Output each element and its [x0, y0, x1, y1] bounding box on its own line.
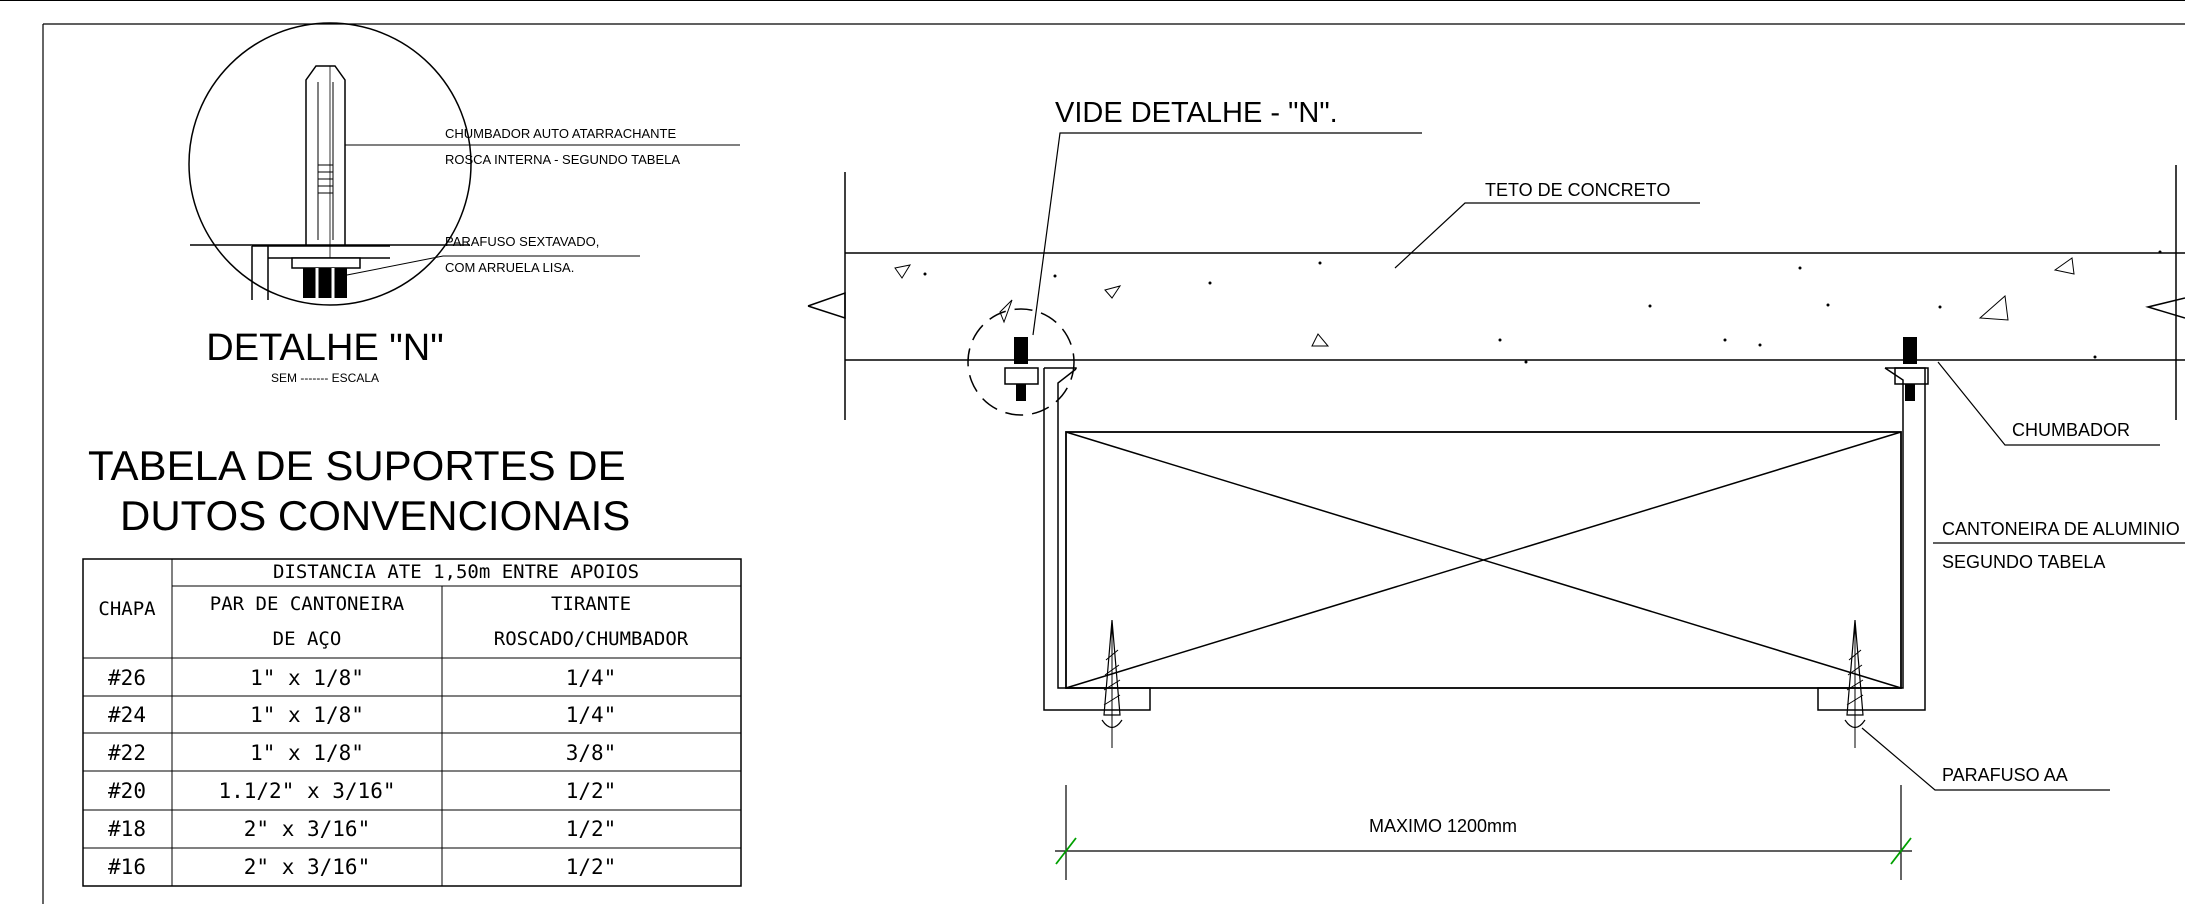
table-row: #24 1" x 1/8" 1/4" [108, 703, 616, 727]
dimension-tick-right [1890, 837, 1912, 865]
table-header-cantoneira-1: PAR DE CANTONEIRA [210, 593, 405, 615]
callout-rosca-interna: ROSCA INTERNA - SEGUNDO TABELA [445, 152, 680, 167]
table-cell-cantoneira: 2" x 3/16" [244, 817, 370, 841]
table-cell-chapa: #22 [108, 741, 146, 765]
table-row: #22 1" x 1/8" 3/8" [108, 741, 616, 765]
detail-n-marker [967, 308, 1075, 416]
detail-title: DETALHE "N" [206, 327, 443, 369]
callout-parafuso-sextavado: PARAFUSO SEXTAVADO, [445, 234, 599, 249]
table-cell-chapa: #26 [108, 666, 146, 690]
parafuso-label: PARAFUSO AA [1942, 765, 2068, 785]
table-cell-tirante: 1/2" [566, 817, 617, 841]
table-cell-cantoneira: 1" x 1/8" [250, 741, 364, 765]
cantoneira-label-line2: SEGUNDO TABELA [1942, 552, 2105, 572]
table-header-group: DISTANCIA ATE 1,50m ENTRE APOIOS [273, 561, 639, 583]
right-anchor [1894, 337, 1929, 401]
vide-label: VIDE DETALHE - "N". [1055, 97, 1338, 129]
teto-label: TETO DE CONCRETO [1485, 180, 1670, 200]
table-cell-tirante: 3/8" [566, 741, 617, 765]
chumbador-label: CHUMBADOR [2012, 420, 2130, 440]
left-bracket [1043, 367, 1151, 711]
thread-marks [318, 164, 333, 194]
table-cell-cantoneira: 1" x 1/8" [250, 703, 364, 727]
table-cell-tirante: 1/4" [566, 703, 617, 727]
vide-leader [1032, 132, 1422, 336]
table-header-tirante-1: TIRANTE [551, 593, 631, 615]
table-row: #16 2" x 3/16" 1/2" [108, 855, 616, 879]
table-cell-chapa: #16 [108, 855, 146, 879]
concrete-ceiling-slab [807, 165, 2185, 420]
table-header-chapa: CHAPA [98, 598, 156, 620]
table-row: #18 2" x 3/16" 1/2" [108, 817, 616, 841]
left-screw [1101, 619, 1123, 748]
table-cell-tirante: 1/4" [566, 666, 617, 690]
table-cell-cantoneira: 1" x 1/8" [250, 666, 364, 690]
detail-subtitle: SEM ------- ESCALA [271, 371, 379, 385]
table-cell-chapa: #18 [108, 817, 146, 841]
detail-n-drawing [188, 22, 740, 306]
left-anchor [1004, 337, 1039, 401]
supports-table-grid [82, 558, 742, 887]
table-cell-chapa: #20 [108, 779, 146, 803]
table-header-cantoneira-2: DE AÇO [273, 628, 342, 650]
table-title-line1: TABELA DE SUPORTES DE [88, 442, 626, 489]
dimension-tick-left [1055, 837, 1077, 865]
right-screw [1844, 619, 1866, 748]
table-cell-tirante: 1/2" [566, 779, 617, 803]
table-cell-chapa: #24 [108, 703, 146, 727]
table-row: #26 1" x 1/8" 1/4" [108, 666, 616, 690]
duct-section [1065, 431, 1902, 689]
table-cell-cantoneira: 1.1/2" x 3/16" [218, 779, 395, 803]
chumbador-leader [1937, 361, 2160, 446]
table-cell-cantoneira: 2" x 3/16" [244, 855, 370, 879]
table-row: #20 1.1/2" x 3/16" 1/2" [108, 779, 616, 803]
dimension-line [1055, 785, 1912, 880]
callout-chumbador-auto: CHUMBADOR AUTO ATARRACHANTE [445, 126, 676, 141]
callout-arruela-lisa: COM ARRUELA LISA. [445, 260, 574, 275]
parafuso-leader [1861, 727, 2110, 791]
table-header-tirante-2: ROSCADO/CHUMBADOR [494, 628, 689, 650]
table-cell-tirante: 1/2" [566, 855, 617, 879]
dimension-label: MAXIMO 1200mm [1369, 816, 1517, 836]
teto-leader [1394, 202, 1700, 269]
table-title-line2: DUTOS CONVENCIONAIS [120, 492, 630, 539]
cantoneira-label-line1: CANTONEIRA DE ALUMINIO [1942, 519, 2180, 539]
right-bracket [1817, 367, 1926, 711]
